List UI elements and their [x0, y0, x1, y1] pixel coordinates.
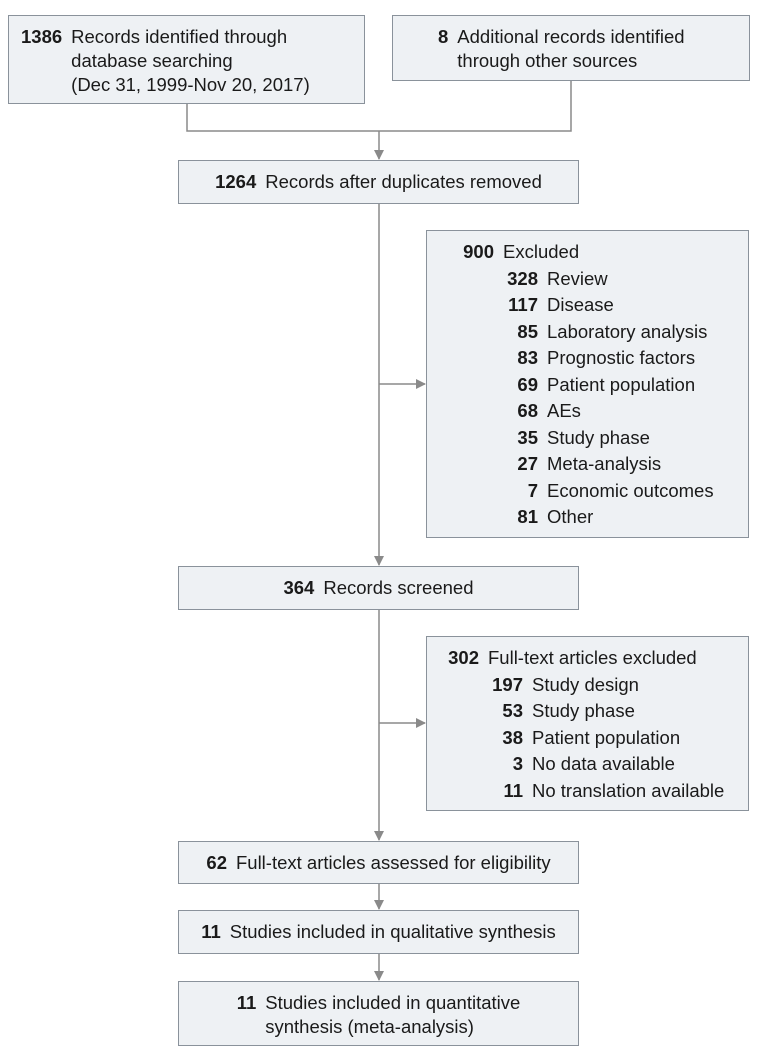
- exclusion-reason-row: 11 No translation available: [427, 778, 748, 805]
- duplicates-removed-label: Records after duplicates removed: [265, 171, 542, 192]
- quantitative-label: Studies included in quantitative synthes…: [265, 992, 521, 1037]
- records-screened-label: Records screened: [323, 577, 474, 598]
- exclusion-reason-count: 35: [517, 426, 538, 448]
- exclusion-reason-label: Study design: [532, 673, 639, 695]
- exclusion-reason-count: 53: [502, 700, 523, 721]
- exclusion-reason-count: 81: [517, 506, 538, 527]
- quantitative-count: 11: [236, 992, 257, 1013]
- exclusion-reason-label: Laboratory analysis: [547, 320, 708, 342]
- excluded-total-label: Excluded: [503, 241, 580, 262]
- exclusion-reason-row: 117 Disease: [427, 292, 748, 319]
- exclusion-reason-count: 7: [527, 479, 538, 501]
- duplicates-removed-box: 1264 Records after duplicates removed: [178, 160, 579, 204]
- exclusion-reason-label: Study phase: [547, 426, 650, 448]
- exclusion-reason-row: 35 Study phase: [427, 425, 748, 452]
- exclusion-reason-count: 69: [517, 373, 538, 395]
- exclusion-reason-row: 7 Economic outcomes: [427, 478, 748, 505]
- eligibility-count: 62: [206, 851, 227, 873]
- exclusion-reason-label: No data available: [532, 753, 675, 774]
- qualitative-count: 11: [201, 921, 221, 942]
- exclusion-reason-count: 11: [503, 779, 523, 801]
- qualitative-synthesis-box: 11 Studies included in qualitative synth…: [178, 910, 579, 954]
- exclusion-reason-row: 38 Patient population: [427, 725, 748, 752]
- exclusion-reason-row: 53 Study phase: [427, 698, 748, 725]
- other-sources-box: 8 Additional records identified through …: [392, 15, 750, 81]
- other-sources-count: 8: [438, 26, 449, 47]
- exclusion-reason-row: 81 Other: [427, 504, 748, 531]
- exclusion-reason-count: 328: [507, 267, 538, 289]
- exclusion-reason-row: 85 Laboratory analysis: [427, 319, 748, 346]
- exclusion-reason-count: 197: [492, 673, 523, 695]
- exclusion-reason-label: Disease: [547, 294, 614, 315]
- exclusion-reason-count: 38: [502, 726, 523, 748]
- merge-line-right: [379, 80, 572, 132]
- eligibility-box: 62 Full-text articles assessed for eligi…: [178, 841, 579, 884]
- exclusion-reason-label: Other: [547, 506, 594, 527]
- qualitative-label: Studies included in qualitative synthesi…: [229, 921, 556, 942]
- exclusion-reason-label: Economic outcomes: [547, 479, 714, 501]
- exclusion-reason-label: Meta-analysis: [547, 453, 662, 474]
- exclusion-reason-row: 68 AEs: [427, 398, 748, 425]
- exclusion-reason-count: 3: [512, 753, 523, 774]
- duplicates-removed-count: 1264: [215, 171, 257, 192]
- other-sources-label: Additional records identified through ot…: [457, 26, 685, 71]
- exclusion-reason-row: 3 No data available: [427, 751, 748, 778]
- excluded-records-box: 900 Excluded 328 Review 117 Disease 85 Labora…: [426, 230, 749, 538]
- excluded-records-header: 900 Excluded: [427, 239, 748, 266]
- exclusion-reason-label: Prognostic factors: [547, 347, 696, 368]
- database-records-box: 1386 Records identified through database…: [8, 15, 365, 104]
- exclusion-reason-count: 68: [517, 400, 538, 421]
- exclusion-reason-count: 117: [508, 294, 538, 315]
- excluded-total-count: 900: [463, 241, 494, 262]
- exclusion-reason-label: Patient population: [532, 726, 681, 748]
- eligibility-label: Full-text articles assessed for eligibil…: [235, 851, 551, 873]
- exclusion-reason-count: 85: [517, 320, 538, 342]
- fulltext-excluded-count: 302: [448, 647, 479, 668]
- exclusion-reason-row: 69 Patient population: [427, 372, 748, 399]
- fulltext-excluded-header: 302 Full-text articles excluded: [427, 645, 748, 672]
- database-records-label: Records identified through database sear…: [71, 26, 310, 95]
- exclusion-reason-row: 197 Study design: [427, 672, 748, 699]
- exclusion-reason-row: 83 Prognostic factors: [427, 345, 748, 372]
- exclusion-reason-label: AEs: [547, 400, 581, 421]
- quantitative-synthesis-box: 11 Studies included in quantitative synt…: [178, 981, 579, 1046]
- exclusion-reason-label: Patient population: [547, 373, 696, 395]
- exclusion-reason-row: 27 Meta-analysis: [427, 451, 748, 478]
- exclusion-reason-label: No translation available: [532, 779, 725, 801]
- exclusion-reason-count: 27: [517, 453, 538, 474]
- exclusion-reason-count: 83: [517, 347, 538, 368]
- exclusion-reason-label: Review: [547, 267, 608, 289]
- exclusion-reason-label: Study phase: [532, 700, 635, 721]
- records-screened-count: 364: [283, 577, 315, 598]
- records-screened-box: 364 Records screened: [178, 566, 579, 610]
- exclusion-reason-row: 328 Review: [427, 266, 748, 293]
- database-records-count: 1386: [21, 26, 63, 47]
- fulltext-excluded-label: Full-text articles excluded: [488, 647, 697, 668]
- merge-line-left: [186, 103, 379, 132]
